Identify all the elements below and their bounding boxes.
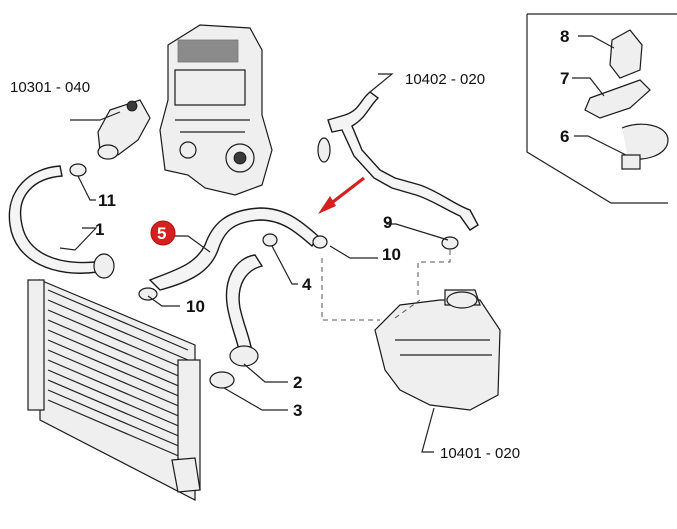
hose-1 xyxy=(8,165,115,279)
callout-10-right: 10 xyxy=(382,245,401,264)
callout-3: 3 xyxy=(293,401,302,420)
radiator xyxy=(27,279,201,501)
clamp-11 xyxy=(69,163,87,177)
metal-pipe xyxy=(317,91,479,231)
expansion-tank xyxy=(374,289,501,411)
callout-6: 6 xyxy=(560,127,569,146)
callout-4: 4 xyxy=(302,275,312,294)
ref-thermostat: 10301 - 040 xyxy=(10,79,90,96)
callout-5: 5 xyxy=(157,224,166,243)
highlight-circle-5 xyxy=(150,220,176,246)
leader-lines xyxy=(59,35,627,453)
callout-9: 9 xyxy=(383,213,392,232)
dashed-connections xyxy=(321,250,451,321)
part-6-clamp xyxy=(621,123,669,170)
callout-8: 8 xyxy=(560,27,569,46)
inset-box xyxy=(526,13,677,204)
hose-2 xyxy=(225,254,264,367)
callout-1: 1 xyxy=(95,220,104,239)
red-arrow xyxy=(318,176,365,214)
clamp-10-left xyxy=(138,287,158,301)
clamp-4 xyxy=(262,233,278,247)
clamp-10-right xyxy=(312,235,328,249)
callout-10-left: 10 xyxy=(186,297,205,316)
engine-block-illustration xyxy=(159,24,273,196)
clamp-3 xyxy=(209,371,235,389)
thermostat-housing xyxy=(97,99,151,160)
ref-pipe: 10402 - 020 xyxy=(405,71,485,88)
part-8-bracket xyxy=(609,29,643,79)
callout-11: 11 xyxy=(98,191,116,210)
callout-2: 2 xyxy=(293,373,302,392)
callout-7: 7 xyxy=(560,69,569,88)
ref-tank: 10401 - 020 xyxy=(440,445,520,462)
part-7-bracket xyxy=(584,79,651,119)
